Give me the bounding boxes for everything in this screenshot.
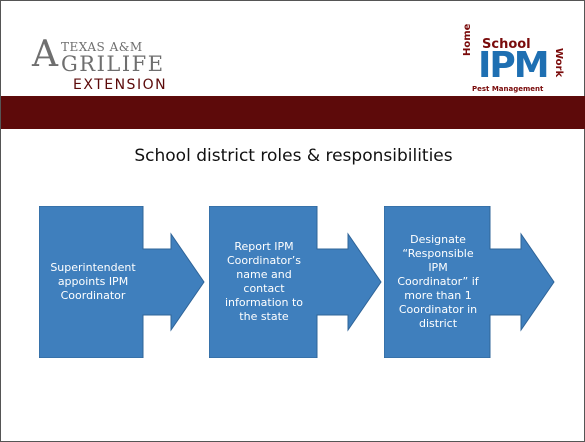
logo-extension: EXTENSION xyxy=(73,77,168,93)
logo-ipm: IPM xyxy=(478,45,550,86)
logo-work: Work xyxy=(553,48,564,78)
logo-pest-management: Pest Management xyxy=(472,85,544,93)
step-3-shape xyxy=(384,206,555,358)
agrilife-logo: A TEXAS A&M GRILIFE EXTENSION xyxy=(32,34,192,95)
step-2-shape xyxy=(209,206,382,358)
step-2-arrow: Report IPM Coordinator’s name and contac… xyxy=(209,206,383,358)
school-ipm-logo: Home School IPM Work Pest Management xyxy=(462,24,566,96)
step-3-arrow: Designate “Responsible IPM Coordinator” … xyxy=(384,206,556,358)
logo-texas-am: TEXAS A&M xyxy=(61,40,143,54)
step-1-shape xyxy=(39,206,205,358)
step-1-text: Superintendent appoints IPM Coordinator xyxy=(50,261,136,302)
header-banner xyxy=(1,96,585,129)
logo-school: School xyxy=(482,37,531,52)
logo-agrilife: GRILIFE xyxy=(61,52,165,76)
step-2-text: Report IPM Coordinator’s name and contac… xyxy=(224,240,304,323)
logo-home: Home xyxy=(462,23,473,56)
step-1-arrow: Superintendent appoints IPM Coordinator xyxy=(39,206,206,358)
logo-initial: A xyxy=(32,34,58,75)
step-3-text: Designate “Responsible IPM Coordinator” … xyxy=(397,233,479,330)
slide-title: School district roles & responsibilities xyxy=(134,146,453,166)
